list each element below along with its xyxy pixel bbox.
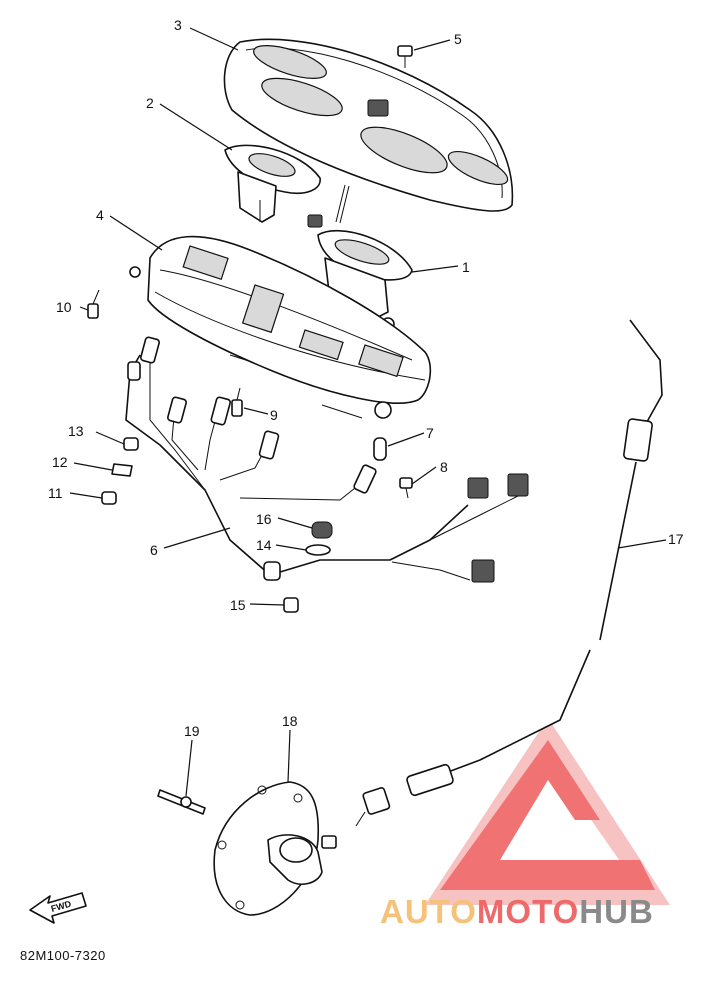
callout-10: 10	[56, 299, 72, 315]
tachometer-part-2	[224, 144, 321, 223]
nut-part-15	[283, 597, 299, 613]
gear-unit-part-18	[213, 781, 337, 916]
callout-13: 13	[68, 423, 84, 439]
callout-4: 4	[96, 207, 104, 223]
screw-part-8	[399, 477, 413, 499]
callout-labels: 3 5 2 1 4 10 9 7 8 13 12 11 16 14 15 6 1…	[48, 17, 684, 739]
watermark-hub: HUB	[579, 893, 654, 930]
forward-arrow-icon: FWD	[29, 892, 87, 924]
callout-16: 16	[256, 511, 272, 527]
callout-5: 5	[454, 31, 462, 47]
screw-part-5	[397, 45, 413, 68]
meter-case-part-4	[129, 235, 432, 419]
watermark-moto: MOTO	[476, 893, 580, 930]
watermark-text: AUTOMOTOHUB	[380, 893, 654, 931]
meter-cover-part-3	[223, 38, 514, 224]
drawing-code: 82M100-7320	[20, 948, 106, 963]
meter-cable-part-17	[355, 319, 663, 827]
clamp-part-12	[111, 463, 133, 477]
callout-11: 11	[48, 485, 63, 501]
watermark-auto: AUTO	[380, 893, 477, 930]
grommet-part-16	[311, 521, 333, 539]
callout-15: 15	[230, 597, 246, 613]
screw-part-10	[87, 289, 100, 319]
bulb-socket-part-9	[231, 387, 243, 417]
callout-7: 7	[426, 425, 434, 441]
clip-part-11	[101, 491, 117, 505]
pin-part-19	[157, 789, 206, 815]
callout-1: 1	[462, 259, 470, 275]
callout-12: 12	[52, 454, 68, 470]
grommet-part-14	[305, 544, 331, 556]
callout-3: 3	[174, 17, 182, 33]
wire-harness-part-6	[125, 336, 529, 583]
callout-9: 9	[270, 407, 278, 423]
callout-8: 8	[440, 459, 448, 475]
callout-6: 6	[150, 542, 158, 558]
sleeve-part-7	[373, 437, 387, 461]
callout-18: 18	[282, 713, 298, 729]
callout-17: 17	[668, 531, 684, 547]
clamp-part-13	[123, 437, 139, 451]
watermark-logo	[425, 718, 670, 905]
leader-lines	[69, 27, 667, 797]
callout-2: 2	[146, 95, 154, 111]
callout-14: 14	[256, 537, 272, 553]
callout-19: 19	[184, 723, 200, 739]
